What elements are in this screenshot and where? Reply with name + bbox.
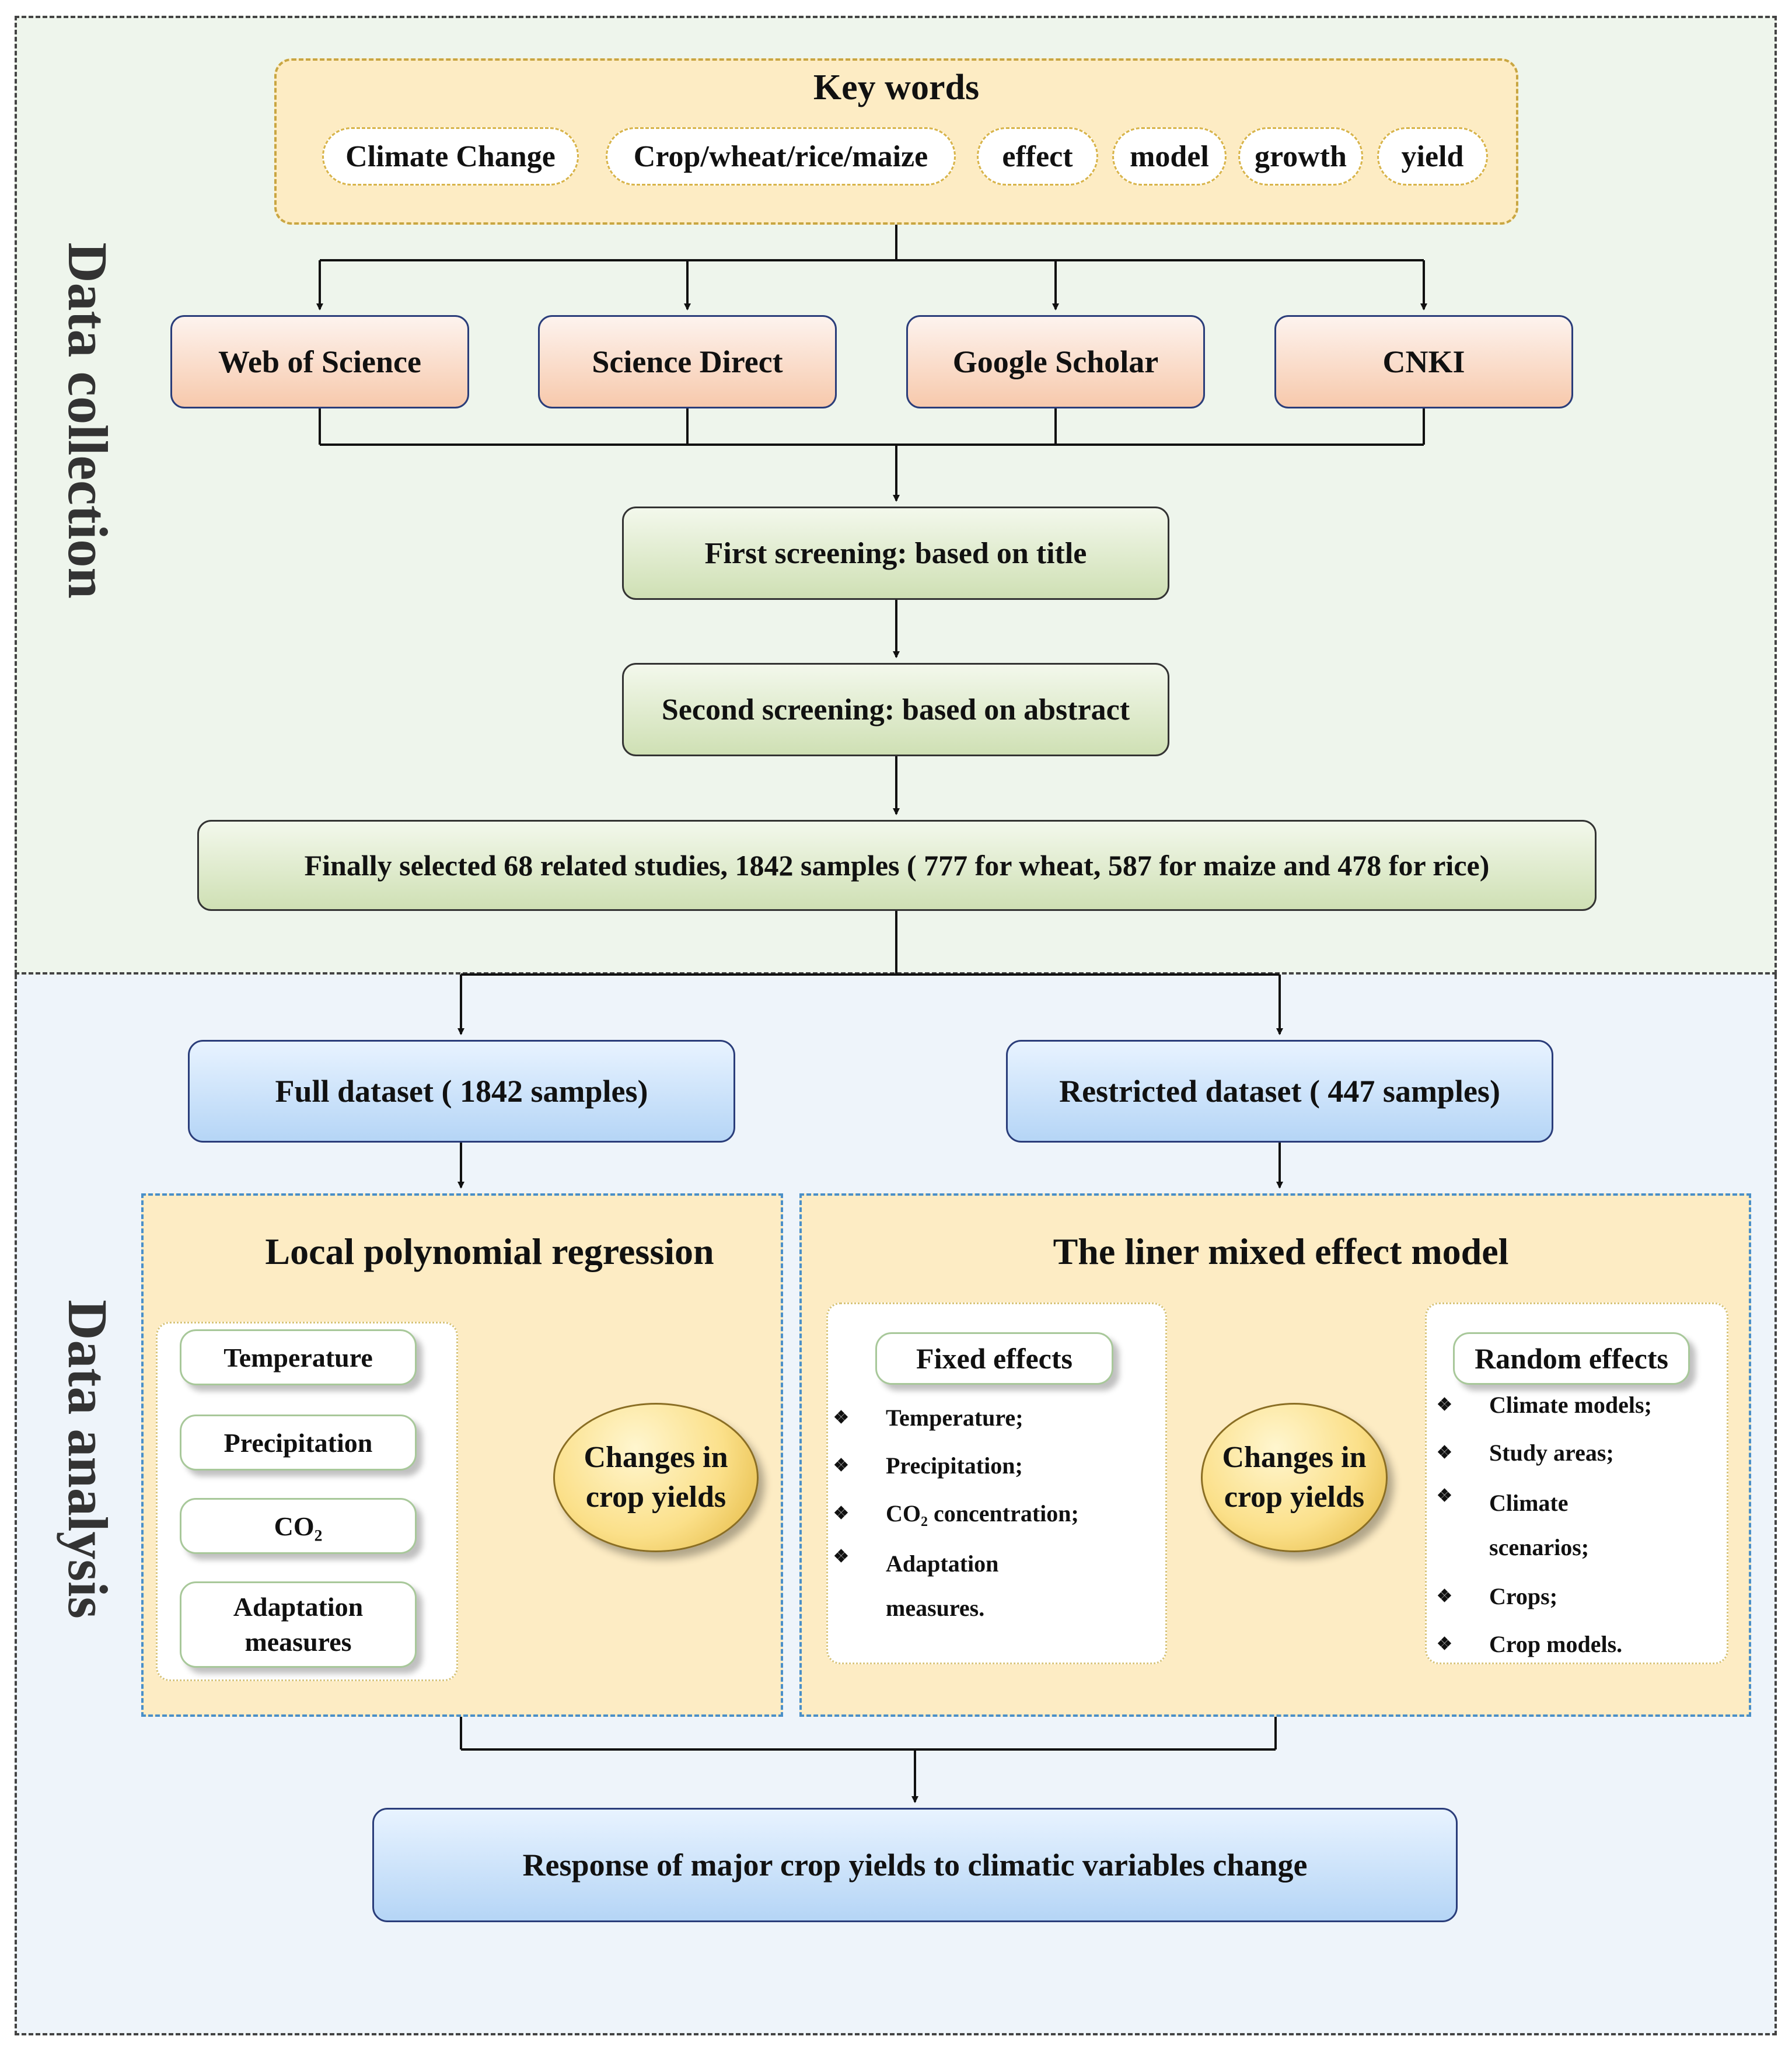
- local-regression-title: Local polynomial regression: [265, 1231, 714, 1272]
- fixed-effect-item: ❖ Precipitation;: [833, 1446, 1160, 1485]
- local-regression-outcome: Changes in crop yields: [553, 1403, 759, 1552]
- mixed-model-outcome: Changes in crop yields: [1201, 1403, 1388, 1552]
- final-response-box: Response of major crop yields to climati…: [372, 1808, 1458, 1922]
- fixed-effect-label: Adaptation measures.: [886, 1550, 999, 1621]
- fixed-effect-label: Precipitation;: [886, 1452, 1023, 1479]
- keyword-yield: yield: [1377, 127, 1488, 186]
- database-science-direct: Science Direct: [538, 315, 837, 408]
- random-effect-label: Crop models.: [1489, 1630, 1623, 1657]
- bullet-icon: ❖: [833, 1503, 849, 1523]
- variable-adaptation-measures: Adaptation measures: [180, 1581, 417, 1668]
- bullet-icon: ❖: [833, 1408, 849, 1427]
- keyword-climate-change: Climate Change: [322, 127, 579, 186]
- fixed-effect-label: Temperature;: [886, 1404, 1023, 1431]
- mixed-model-title: The liner mixed effect model: [1053, 1231, 1509, 1272]
- keyword-crop-types: Crop/wheat/rice/maize: [606, 127, 956, 186]
- variable-precipitation: Precipitation: [180, 1415, 417, 1471]
- fixed-effect-item: ❖ Temperature;: [833, 1398, 1160, 1437]
- random-effect-item: ❖ Study areas;: [1437, 1433, 1723, 1472]
- bullet-icon: ❖: [1437, 1586, 1452, 1606]
- keyword-growth: growth: [1238, 127, 1363, 186]
- bullet-icon: ❖: [1437, 1486, 1452, 1506]
- fixed-effect-label: CO₂ concentration;: [886, 1500, 1079, 1527]
- bullet-icon: ❖: [833, 1455, 849, 1475]
- fixed-effect-item: ❖ CO₂ concentration;: [833, 1494, 1160, 1532]
- full-dataset-box: Full dataset ( 1842 samples): [188, 1040, 735, 1143]
- variable-temperature: Temperature: [180, 1329, 417, 1385]
- bullet-icon: ❖: [1437, 1443, 1452, 1462]
- bullet-icon: ❖: [1437, 1634, 1452, 1654]
- random-effects-title: Random effects: [1453, 1332, 1690, 1385]
- database-web-of-science: Web of Science: [170, 315, 469, 408]
- random-effect-label: Climate models;: [1489, 1391, 1652, 1418]
- fixed-effects-title: Fixed effects: [875, 1332, 1113, 1385]
- bullet-icon: ❖: [1437, 1395, 1452, 1415]
- keywords-title: Key words: [813, 67, 980, 107]
- variable-co2: CO₂: [180, 1498, 417, 1554]
- random-effect-item: ❖ Climate models;: [1437, 1385, 1723, 1424]
- first-screening-box: First screening: based on title: [622, 507, 1169, 600]
- keyword-effect: effect: [977, 127, 1098, 186]
- random-effect-item: ❖ Crops;: [1437, 1577, 1723, 1615]
- final-selection-box: Finally selected 68 related studies, 184…: [197, 820, 1597, 911]
- random-effect-label: Study areas;: [1489, 1439, 1614, 1466]
- second-screening-box: Second screening: based on abstract: [622, 663, 1169, 756]
- restricted-dataset-box: Restricted dataset ( 447 samples): [1006, 1040, 1553, 1143]
- random-effect-label: Crops;: [1489, 1583, 1558, 1609]
- database-cnki: CNKI: [1274, 315, 1573, 408]
- bullet-icon: ❖: [833, 1547, 849, 1566]
- database-google-scholar: Google Scholar: [906, 315, 1205, 408]
- fixed-effect-item: ❖ Adaptation measures.: [833, 1542, 1160, 1629]
- random-effect-label: Climate scenarios;: [1489, 1490, 1590, 1560]
- random-effect-item: ❖ Crop models.: [1437, 1625, 1723, 1663]
- keyword-model: model: [1112, 127, 1227, 186]
- random-effect-item: ❖ Climate scenarios;: [1437, 1481, 1723, 1569]
